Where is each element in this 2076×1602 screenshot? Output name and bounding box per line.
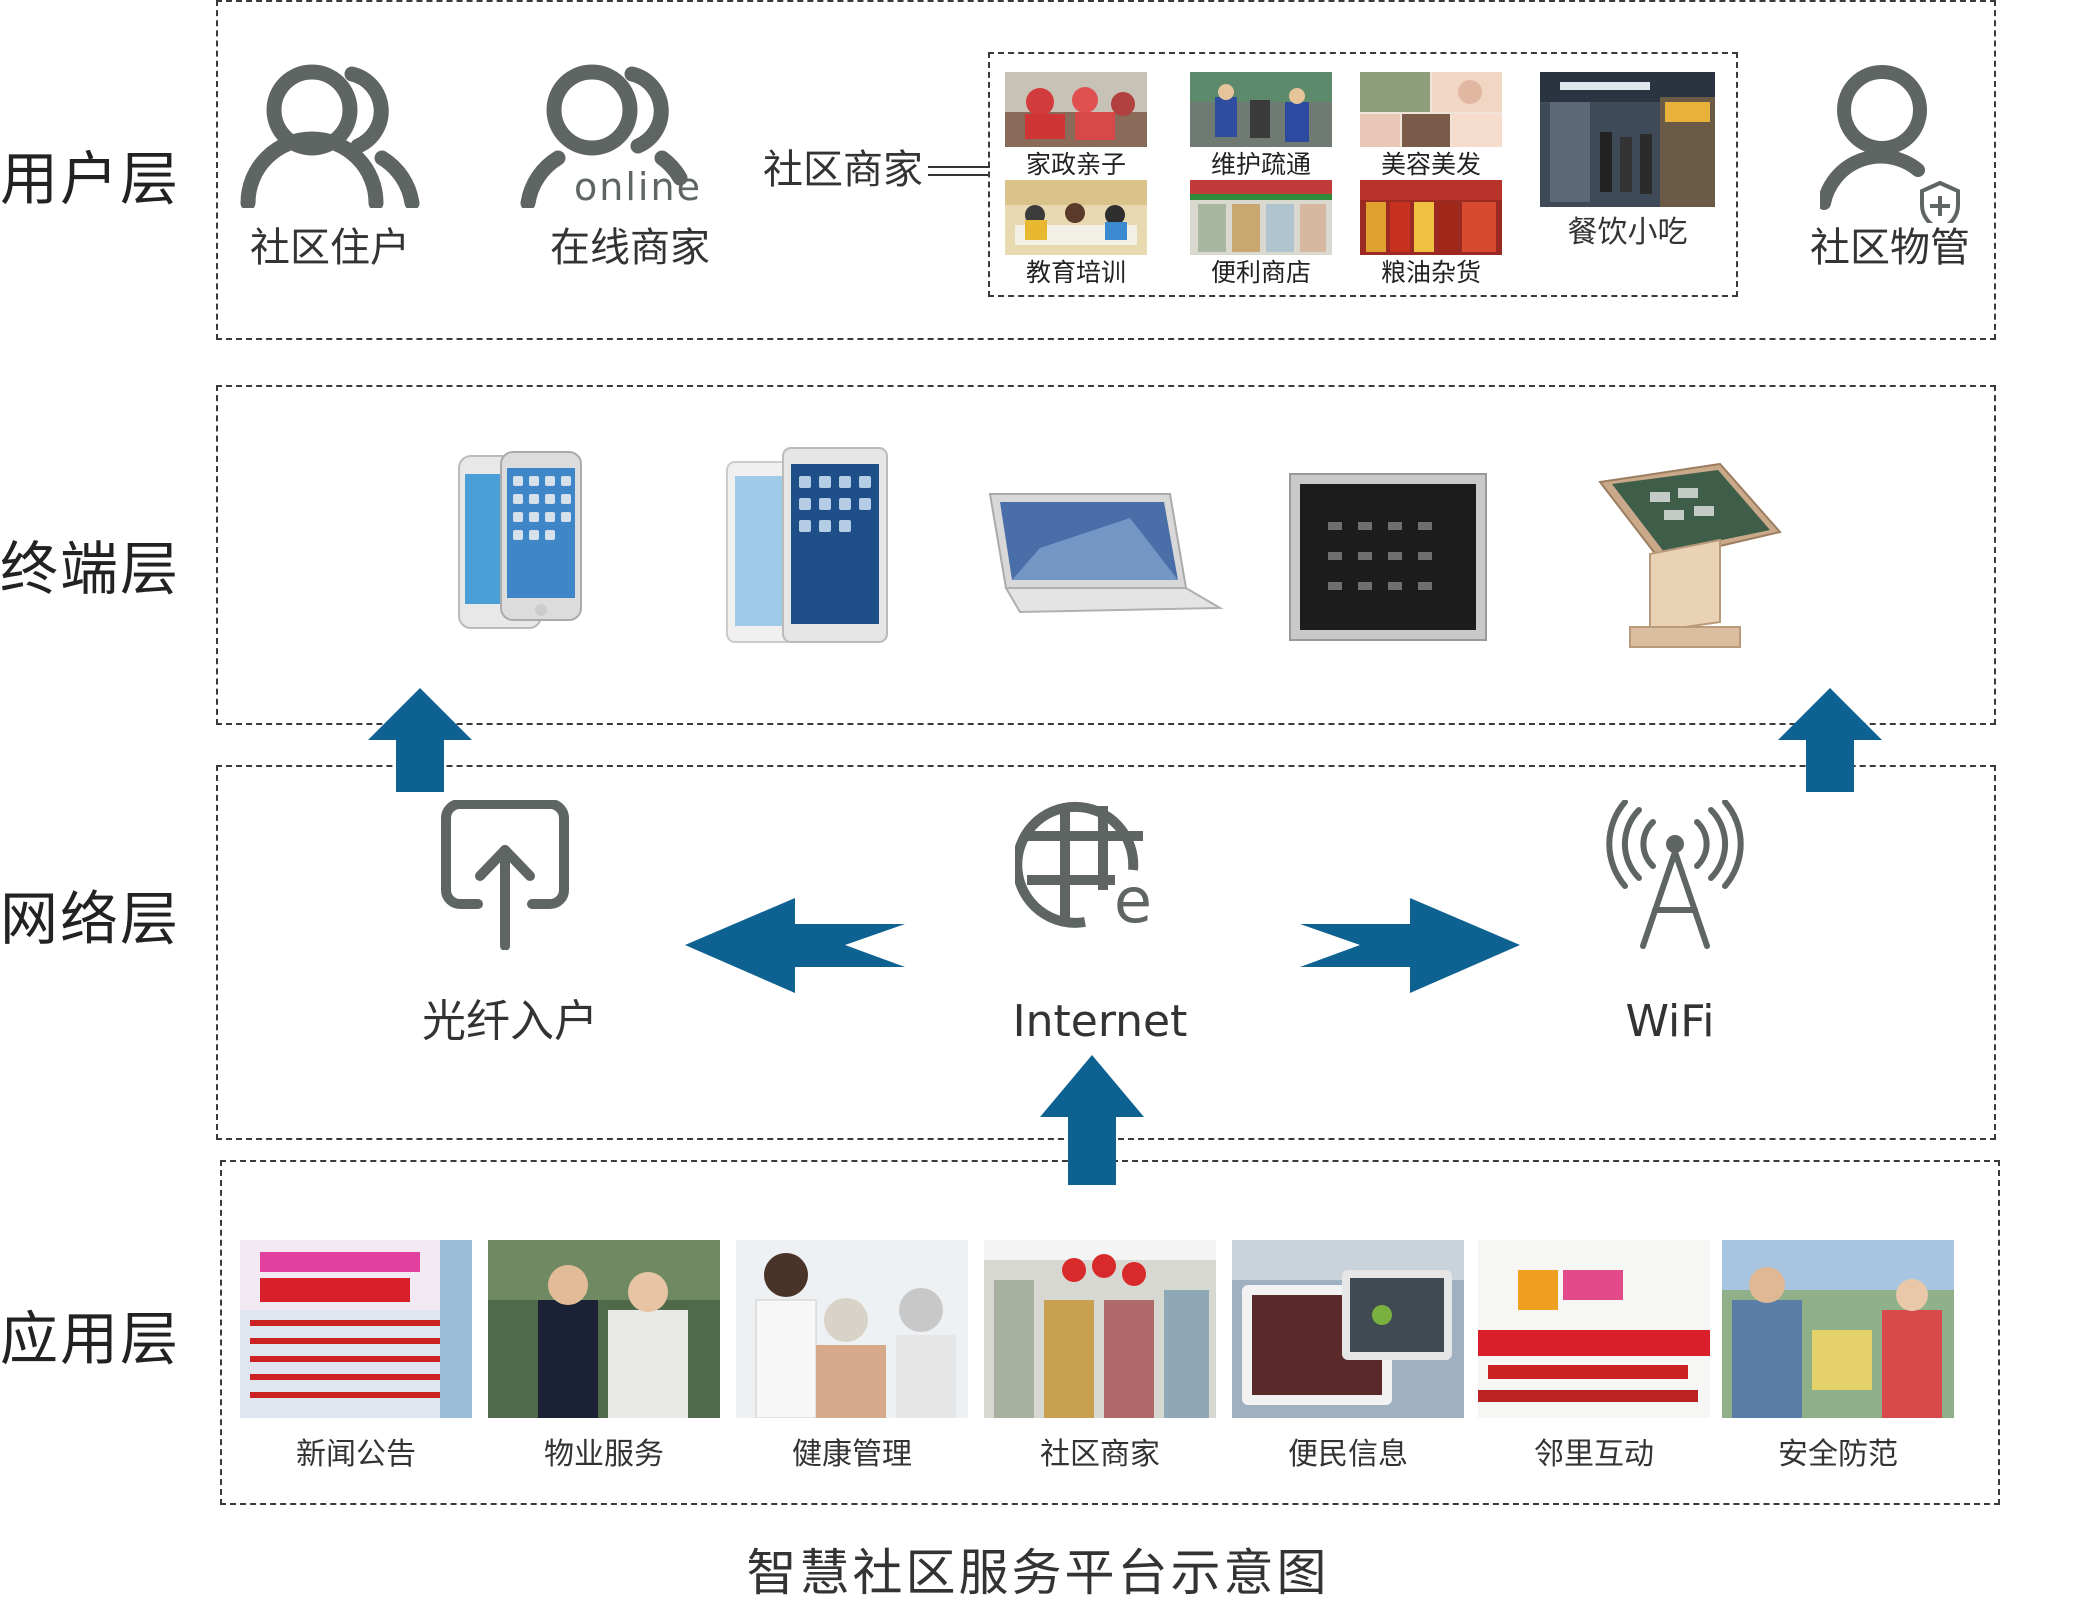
user-layer-label: 用户层 (0, 145, 181, 213)
kiosk-icon (1590, 462, 1790, 652)
arrow-up-left (368, 688, 472, 792)
arrow-up-right (1778, 688, 1882, 792)
svg-text:e: e (1114, 864, 1152, 930)
merchants-box (988, 52, 1738, 297)
network-layer-label: 网络层 (0, 885, 181, 953)
merchant-label-7: 餐饮小吃 (1567, 215, 1688, 250)
antenna-icon (1605, 800, 1745, 950)
arrow-left (685, 898, 905, 993)
residents-label: 社区住户 (250, 225, 410, 271)
arrow-right (1300, 898, 1520, 993)
merchant-thumb-convenience (1190, 180, 1332, 255)
app-label-convenience-info: 便民信息 (1288, 1437, 1408, 1472)
globe-e-icon: e (1015, 790, 1175, 930)
merchant-label-5: 便利商店 (1210, 258, 1311, 287)
app-thumb-merchants (984, 1240, 1216, 1418)
merchant-label-4: 教育培训 (1025, 258, 1126, 287)
merchant-label-2: 维护疏通 (1210, 150, 1311, 179)
terminal-layer-box (216, 385, 1996, 725)
app-label-merchants: 社区商家 (1040, 1437, 1160, 1472)
merchant-thumb-grocery (1360, 180, 1502, 255)
app-thumb-neighbors (1478, 1240, 1710, 1418)
users-icon (240, 58, 420, 208)
merchant-label-6: 粮油杂货 (1380, 258, 1481, 287)
app-label-security: 安全防范 (1778, 1437, 1898, 1472)
merchant-thumb-food (1540, 72, 1715, 207)
app-label-news: 新闻公告 (296, 1437, 416, 1472)
internet-label: Internet (1012, 996, 1188, 1047)
app-thumb-news (240, 1240, 472, 1418)
app-thumb-convenience-info (1232, 1240, 1464, 1418)
app-thumb-security (1722, 1240, 1954, 1418)
app-label-neighbors: 邻里互动 (1534, 1437, 1654, 1472)
users-online-icon (520, 58, 700, 208)
merchant-thumb-education (1005, 180, 1147, 255)
user-layer-box (216, 0, 1996, 340)
wall-panel-icon (1288, 472, 1488, 642)
tablet-icon (725, 442, 890, 647)
property-label: 社区物管 (1810, 225, 1970, 271)
app-thumb-property (488, 1240, 720, 1418)
laptop-icon (980, 488, 1225, 618)
upload-icon (440, 800, 570, 950)
page-title: 智慧社区服务平台示意图 (746, 1544, 1330, 1602)
app-thumb-health (736, 1240, 968, 1418)
merchant-label-1: 家政亲子 (1025, 150, 1126, 179)
merchant-thumb-repair (1190, 72, 1332, 147)
merchants-label: 社区商家 (763, 147, 923, 193)
terminal-layer-label: 终端层 (0, 535, 181, 603)
application-layer-label: 应用层 (0, 1305, 181, 1373)
merchant-thumb-housekeeping (1005, 72, 1147, 147)
online-badge: online (574, 165, 702, 209)
merchant-label-3: 美容美发 (1380, 150, 1481, 179)
online-merchants-label: 在线商家 (550, 225, 710, 271)
smartphone-icon (455, 450, 585, 635)
wifi-label: WiFi (1625, 996, 1715, 1047)
user-shield-icon (1820, 58, 1960, 223)
app-label-property: 物业服务 (544, 1437, 664, 1472)
app-label-health: 健康管理 (792, 1437, 912, 1472)
fiber-label: 光纤入户 (422, 996, 598, 1047)
arrow-up-center (1040, 1055, 1144, 1185)
merchant-thumb-beauty (1360, 72, 1502, 147)
connector-lines (928, 164, 990, 178)
